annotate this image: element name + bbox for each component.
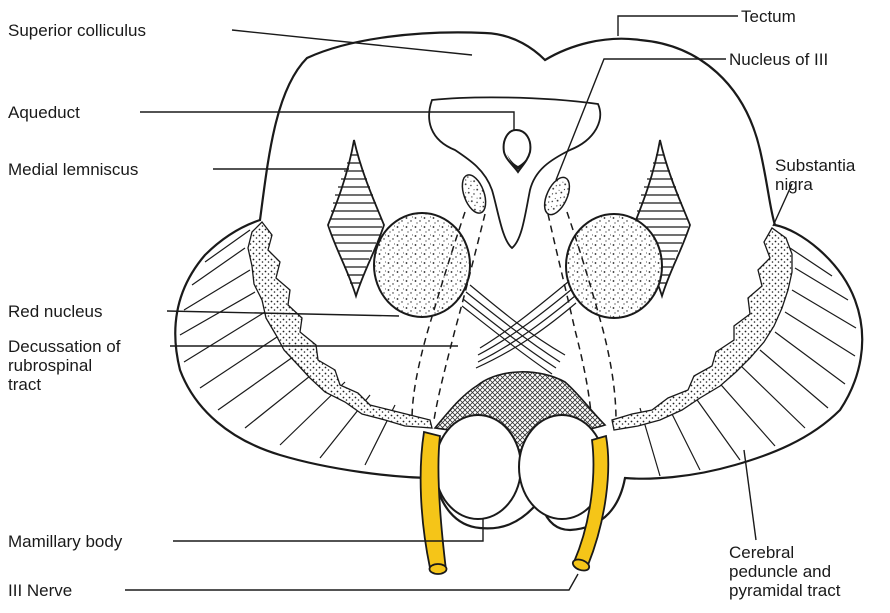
label-medial-lemniscus: Medial lemniscus — [8, 160, 138, 179]
leader-tectum — [618, 16, 738, 36]
left-red-nucleus — [374, 213, 470, 317]
label-mamillary-body: Mamillary body — [8, 532, 122, 551]
label-substantia-nigra-line-1: Substantia — [775, 156, 855, 175]
label-cerebral-peduncle-line-3: pyramidal tract — [729, 581, 840, 600]
label-decussation-line-1: Decussation of — [8, 337, 120, 356]
right-red-nucleus — [566, 214, 662, 318]
label-cerebral-peduncle-line-1: Cerebral — [729, 543, 840, 562]
label-substantia-nigra-line-2: nigra — [775, 175, 855, 194]
label-red-nucleus: Red nucleus — [8, 302, 103, 321]
label-decussation-line-2: rubrospinal — [8, 356, 120, 375]
label-superior-colliculus: Superior colliculus — [8, 21, 146, 40]
leader-cerebral-peduncle — [744, 450, 756, 540]
label-decussation: Decussation of rubrospinal tract — [8, 337, 120, 394]
label-cerebral-peduncle-line-2: peduncle and — [729, 562, 840, 581]
leader-III-nerve — [125, 574, 578, 590]
left-mamillary-body — [435, 415, 521, 519]
label-tectum: Tectum — [741, 7, 796, 26]
label-cerebral-peduncle: Cerebral peduncle and pyramidal tract — [729, 543, 840, 600]
label-aqueduct: Aqueduct — [8, 103, 80, 122]
label-substantia-nigra: Substantia nigra — [775, 156, 855, 194]
label-decussation-line-3: tract — [8, 375, 120, 394]
label-nucleus-of-III: Nucleus of III — [729, 50, 828, 69]
label-III-nerve: III Nerve — [8, 581, 72, 600]
